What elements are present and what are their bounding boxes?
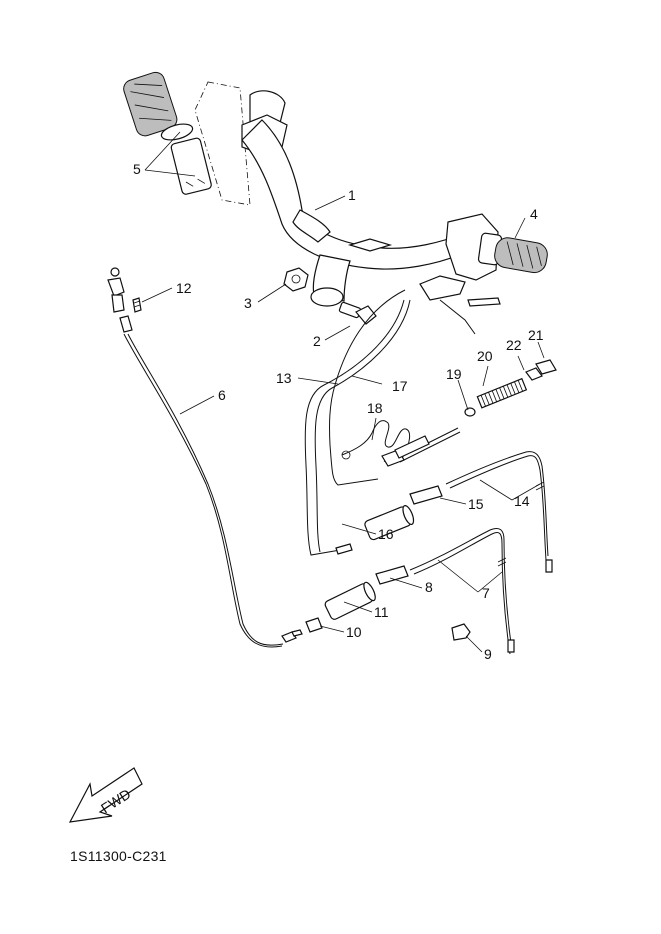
label-17: 17 (392, 378, 408, 394)
bolt (338, 301, 377, 325)
adjuster-assembly (381, 359, 557, 467)
right-grip (477, 232, 548, 274)
fwd-arrow-icon: FWD (68, 767, 143, 823)
label-5: 5 (133, 161, 141, 177)
nut (283, 267, 309, 292)
label-4: 4 (530, 206, 538, 222)
cap-10 (305, 617, 323, 633)
label-20: 20 (477, 348, 493, 364)
handlebar (241, 90, 499, 307)
brake-cables (304, 275, 501, 556)
clip-9 (451, 623, 471, 641)
left-grip-assembly (123, 71, 251, 206)
cable-14 (409, 451, 553, 573)
label-6: 6 (218, 387, 226, 403)
boot-16 (364, 505, 415, 541)
diagram-code: 1S11300-C231 (70, 848, 167, 864)
label-21: 21 (528, 327, 544, 343)
label-9: 9 (484, 646, 492, 662)
throttle-cable (107, 267, 303, 648)
boot-11 (324, 581, 376, 620)
label-3: 3 (244, 295, 252, 311)
label-7: 7 (482, 585, 490, 601)
label-22: 22 (506, 337, 522, 353)
label-19: 19 (446, 366, 462, 382)
label-16: 16 (378, 526, 394, 542)
label-10: 10 (346, 624, 362, 640)
label-14: 14 (514, 493, 530, 509)
label-18: 18 (367, 400, 383, 416)
part-labels: 1 2 3 4 5 6 7 8 9 10 11 12 13 14 15 16 1… (133, 161, 544, 662)
cable-7 (375, 527, 515, 655)
label-8: 8 (425, 579, 433, 595)
screw-12 (132, 297, 142, 313)
label-2: 2 (313, 333, 321, 349)
label-12: 12 (176, 280, 192, 296)
leader-lines (141, 131, 545, 653)
label-15: 15 (468, 496, 484, 512)
label-1: 1 (348, 187, 356, 203)
label-13: 13 (276, 370, 292, 386)
label-11: 11 (374, 604, 389, 620)
